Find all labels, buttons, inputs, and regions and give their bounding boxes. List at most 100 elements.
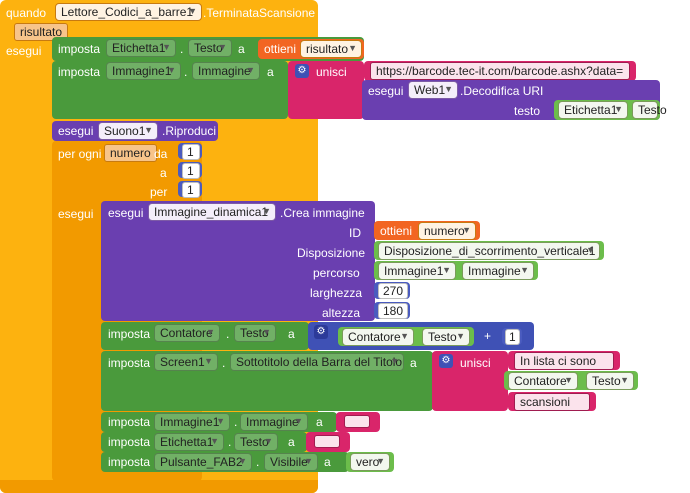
property-dropdown[interactable]: Sottotitolo della Barra del Titolo▼	[230, 353, 404, 371]
to-label: a	[316, 415, 323, 429]
gear-icon[interactable]: ⚙	[295, 64, 309, 78]
property-dropdown[interactable]: Testo▼	[234, 433, 278, 451]
component-label: Etichetta1	[160, 435, 214, 449]
set-label: imposta	[58, 42, 101, 56]
boolean-dropdown[interactable]: vero▼	[350, 453, 390, 471]
property-label: Immagine	[246, 415, 299, 429]
call-label: esegui	[108, 206, 144, 220]
property-dropdown[interactable]: Testo▼	[422, 328, 470, 346]
dot-label: .	[228, 435, 232, 449]
property-label: Immagine	[198, 64, 251, 78]
empty-text-literal[interactable]	[314, 435, 340, 448]
component-dropdown[interactable]: Lettore_Codici_a_barre1▼	[55, 3, 202, 21]
property-dropdown[interactable]: Testo▼	[188, 39, 232, 57]
component-dropdown[interactable]: Suono1▼	[98, 122, 158, 140]
method-label: .Riproduci	[162, 124, 217, 138]
loop-variable[interactable]: numero	[104, 144, 157, 162]
set-label: imposta	[58, 65, 101, 79]
component-dropdown[interactable]: Immagine_dinamica1▼	[148, 203, 276, 221]
component-label: Immagine1	[160, 415, 220, 429]
boolean-label: vero	[356, 455, 380, 469]
number-to[interactable]: 1	[182, 163, 200, 179]
component-dropdown[interactable]: Immagine1▼	[106, 62, 181, 80]
number-from[interactable]: 1	[182, 144, 200, 160]
variable-dropdown[interactable]: numero▼	[418, 222, 476, 240]
by-label: per	[150, 185, 168, 199]
component-dropdown[interactable]: Immagine1▼	[378, 262, 456, 280]
text-literal-url[interactable]: https://barcode.tec-it.com/barcode.ashx?…	[370, 62, 630, 80]
component-dropdown[interactable]: Contatore▼	[342, 328, 414, 346]
path-param-label: percorso	[313, 266, 360, 280]
chevron-down-icon: ▼	[456, 331, 465, 341]
empty-text-literal[interactable]	[344, 415, 370, 428]
property-dropdown[interactable]: Testo	[632, 101, 667, 119]
create-image-block[interactable]	[101, 201, 375, 321]
property-dropdown[interactable]: Immagine▼	[240, 413, 308, 431]
loop-do-label: esegui	[58, 207, 94, 221]
component-dropdown[interactable]: Immagine1▼	[154, 413, 230, 431]
event-do-label: esegui	[6, 44, 42, 58]
call-label: esegui	[58, 124, 94, 138]
set-immagine-block[interactable]	[52, 61, 288, 119]
text-literal-in-lista[interactable]: In lista ci sono	[514, 352, 614, 370]
set-label: imposta	[108, 415, 151, 429]
component-dropdown[interactable]: Web1▼	[408, 81, 458, 99]
property-dropdown[interactable]: Testo▼	[234, 324, 276, 342]
set-fab-visible-block[interactable]	[101, 452, 349, 472]
set-label: imposta	[108, 327, 151, 341]
property-dropdown[interactable]: Testo▼	[586, 372, 634, 390]
property-dropdown[interactable]: Visibile▼	[264, 453, 318, 471]
number-increment[interactable]: 1	[505, 329, 520, 345]
property-dropdown[interactable]: Immagine▼	[192, 62, 260, 80]
to-label: a	[288, 327, 295, 341]
chevron-down-icon: ▼	[206, 327, 215, 337]
dot-label: .	[234, 415, 238, 429]
reset-etichetta-block[interactable]	[101, 432, 307, 452]
chevron-down-icon: ▼	[188, 6, 197, 16]
gear-icon[interactable]: ⚙	[439, 354, 453, 368]
method-label: .Crea immagine	[280, 206, 365, 220]
component-dropdown[interactable]: Disposizione_di_scorrimento_verticale1▼	[378, 242, 600, 260]
chevron-down-icon: ▼	[444, 84, 453, 94]
reset-immagine-block[interactable]	[101, 412, 337, 432]
chevron-down-icon: ▼	[246, 65, 255, 75]
variable-dropdown[interactable]: risultato▼	[300, 40, 362, 58]
chevron-down-icon: ▼	[586, 245, 595, 255]
width-param-label: larghezza	[310, 286, 363, 300]
property-label: Visibile	[270, 455, 308, 469]
component-label: Suono1	[104, 124, 146, 138]
component-label: Contatore	[514, 374, 567, 388]
component-dropdown[interactable]: Contatore▼	[154, 324, 220, 342]
component-dropdown[interactable]: Etichetta1▼	[106, 39, 176, 57]
component-dropdown[interactable]: Etichetta1▼	[154, 433, 224, 451]
chevron-down-icon: ▼	[614, 104, 623, 114]
number-width[interactable]: 270	[378, 283, 408, 299]
number-by[interactable]: 1	[182, 182, 200, 198]
text-literal-scansioni[interactable]: scansioni	[514, 393, 590, 411]
to-label: a	[288, 435, 295, 449]
call-label: esegui	[368, 84, 404, 98]
chevron-down-icon: ▼	[348, 43, 357, 53]
component-label: Contatore	[348, 330, 401, 344]
chevron-down-icon: ▼	[144, 125, 153, 135]
component-dropdown[interactable]: Screen1▼	[154, 353, 218, 371]
get-label: ottieni	[264, 42, 297, 56]
property-label: Sottotitolo della Barra del Titolo	[236, 355, 403, 369]
property-dropdown[interactable]: Immagine▼	[462, 262, 534, 280]
set-screen-block[interactable]	[101, 351, 433, 411]
component-dropdown[interactable]: Etichetta1▼	[558, 101, 628, 119]
component-dropdown[interactable]: Contatore▼	[508, 372, 578, 390]
chevron-down-icon: ▼	[304, 456, 313, 466]
set-label: imposta	[108, 356, 151, 370]
when-label: quando	[6, 6, 47, 20]
chevron-down-icon: ▼	[167, 65, 176, 75]
chevron-down-icon: ▼	[218, 42, 227, 52]
component-dropdown[interactable]: Pulsante_FAB2▼	[154, 453, 252, 471]
event-param-risultato[interactable]: risultato	[14, 23, 69, 41]
gear-icon[interactable]: ⚙	[314, 325, 328, 339]
number-height[interactable]: 180	[378, 303, 408, 319]
property-label: Testo	[428, 330, 457, 344]
chevron-down-icon: ▼	[400, 331, 409, 341]
from-label: da	[154, 147, 168, 161]
